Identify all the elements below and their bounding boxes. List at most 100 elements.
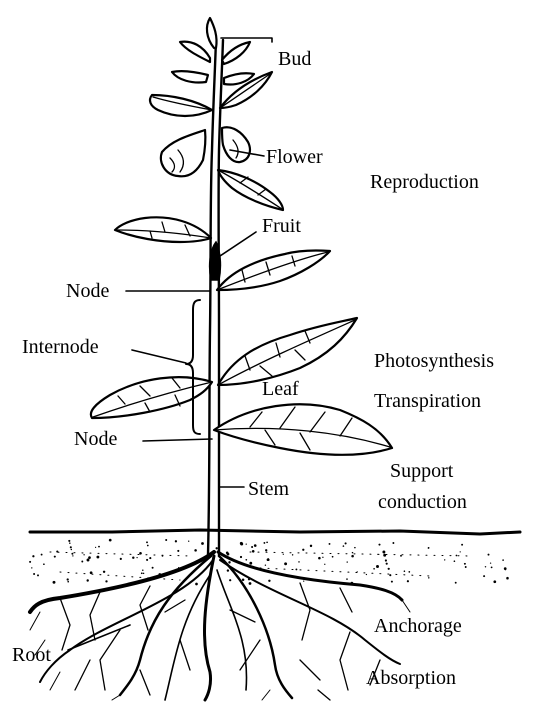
- soil-speck: [351, 555, 354, 558]
- soil-speck: [461, 544, 463, 546]
- soil-speck: [428, 577, 429, 578]
- soil-speck: [354, 547, 356, 549]
- label-node-upper: Node: [66, 280, 109, 302]
- soil-speck: [149, 557, 151, 559]
- soil-speck: [283, 554, 284, 555]
- fruit-leader: [217, 232, 256, 258]
- function-transpiration: Transpiration: [374, 390, 481, 412]
- soil-speck: [366, 574, 367, 575]
- soil-speck: [152, 567, 154, 569]
- label-node-lower: Node: [74, 428, 117, 450]
- soil-speck: [490, 562, 491, 563]
- soil-speck: [295, 568, 297, 570]
- soil-speck: [71, 553, 73, 555]
- label-fruit: Fruit: [262, 215, 301, 237]
- root-branch-2: [219, 556, 292, 698]
- soil-speck: [465, 566, 467, 568]
- function-absorption: Absorption: [366, 667, 456, 689]
- ground-line: [30, 530, 520, 534]
- soil-speck: [227, 553, 230, 556]
- soil-speck: [400, 555, 402, 557]
- soil-speck: [388, 568, 390, 570]
- soil-speck: [377, 554, 378, 555]
- soil-speck: [71, 549, 72, 550]
- soil-speck: [404, 570, 406, 572]
- soil-speck: [249, 562, 252, 565]
- soil-speck: [54, 556, 56, 558]
- soil-speck: [33, 573, 35, 575]
- soil-speck: [32, 555, 34, 557]
- soil-speck: [165, 539, 167, 541]
- soil-speck: [385, 559, 387, 561]
- soil-speck: [83, 554, 84, 555]
- soil-speck: [195, 583, 198, 586]
- soil-speck: [347, 561, 348, 562]
- soil-speck: [70, 546, 72, 548]
- soil-speck: [357, 571, 358, 572]
- soil-speck: [485, 566, 486, 567]
- soil-speck: [324, 564, 325, 565]
- soil-speck: [407, 580, 409, 582]
- label-flower: Flower: [266, 146, 323, 168]
- soil-speck: [251, 546, 253, 548]
- soil-speck: [245, 559, 247, 561]
- soil-speck: [216, 547, 218, 549]
- soil-speck: [147, 545, 149, 547]
- soil-speck: [201, 542, 204, 545]
- soil-speck: [408, 571, 410, 573]
- soil-speck: [382, 551, 385, 554]
- soil-speck: [254, 544, 257, 547]
- soil-speck: [373, 568, 375, 570]
- stem: [208, 40, 223, 555]
- flower-left: [161, 130, 206, 176]
- soil-speck: [303, 580, 304, 581]
- soil-speck: [109, 539, 112, 542]
- function-support: Support: [390, 460, 454, 482]
- soil-speck: [246, 543, 247, 544]
- soil-speck: [29, 561, 31, 563]
- node-lower-leader: [143, 439, 212, 441]
- soil-speck: [67, 578, 69, 580]
- root-hairs: [30, 600, 410, 700]
- soil-speck: [146, 559, 148, 561]
- buds: [172, 18, 254, 85]
- soil-speck: [228, 561, 230, 563]
- soil-speck: [98, 546, 100, 548]
- soil-speck: [175, 540, 177, 542]
- root-leader: [68, 625, 130, 650]
- soil-speck: [491, 567, 493, 569]
- soil-speck: [383, 554, 386, 557]
- soil-speck: [227, 569, 229, 571]
- soil-speck: [332, 556, 334, 558]
- soil-speck: [392, 542, 394, 544]
- soil-speck: [252, 550, 255, 553]
- soil-speck: [391, 581, 393, 583]
- function-photosynthesis: Photosynthesis: [374, 350, 494, 372]
- soil-speck: [455, 582, 457, 584]
- soil-speck: [460, 551, 461, 552]
- label-leaf: Leaf: [262, 378, 299, 400]
- soil-speck: [266, 541, 268, 543]
- leaf-lower-right: [214, 404, 392, 454]
- soil-speck: [162, 555, 164, 557]
- bud-leader: [221, 38, 272, 42]
- soil-speck: [265, 549, 267, 551]
- soil-speck: [95, 547, 96, 548]
- soil-speck: [31, 567, 32, 568]
- soil-speck: [72, 555, 73, 556]
- internode-bracket: [186, 300, 200, 434]
- taproot: [204, 556, 214, 700]
- soil-speck: [267, 559, 269, 561]
- soil-speck: [428, 547, 430, 549]
- soil-speck: [103, 571, 105, 573]
- soil-speck: [378, 544, 380, 546]
- soil-speck: [242, 578, 245, 581]
- soil-speck: [444, 559, 445, 560]
- soil-speck: [143, 573, 144, 574]
- soil-speck: [386, 563, 388, 565]
- soil-speck: [105, 580, 107, 582]
- stem-outline-right: [219, 40, 223, 555]
- function-conduction: conduction: [378, 491, 467, 513]
- soil-speck: [506, 577, 509, 580]
